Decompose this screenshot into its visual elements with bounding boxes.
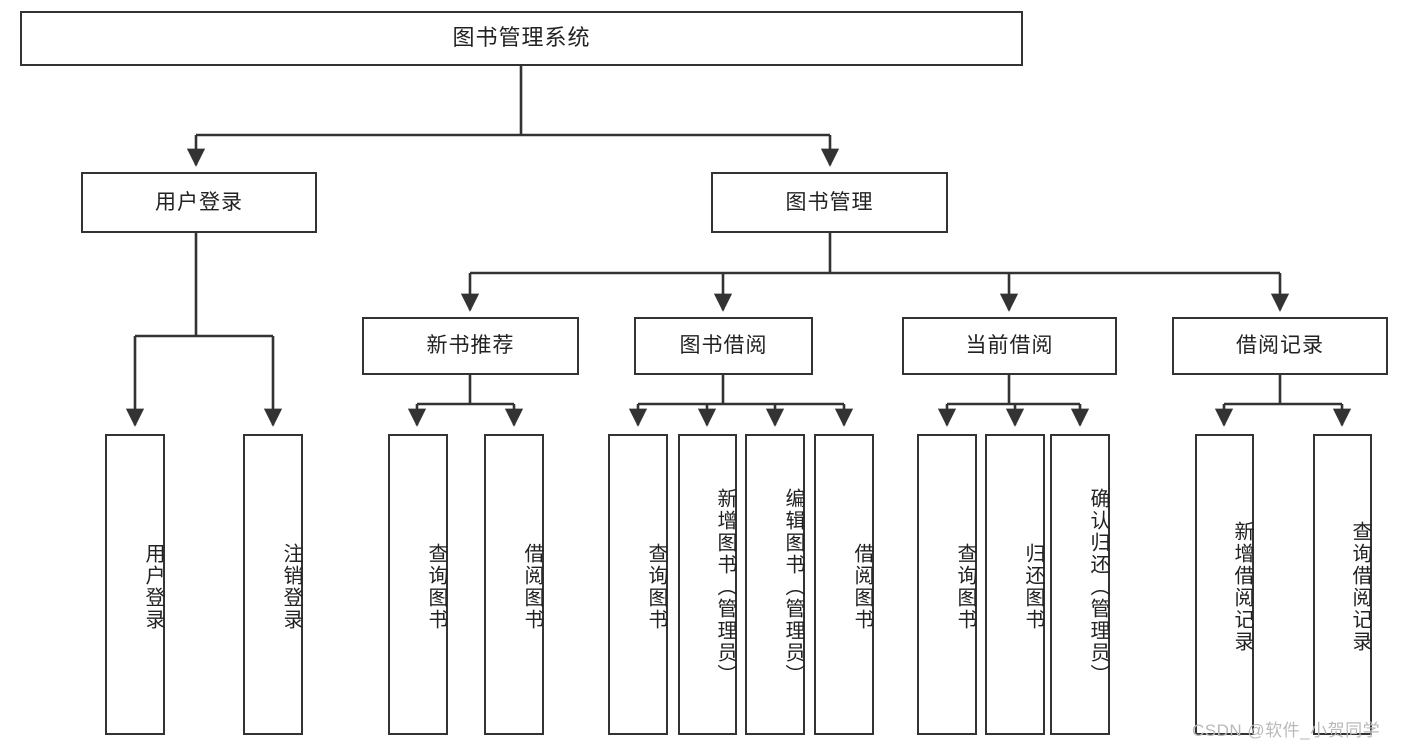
node-root-label: 图书管理系统 [452,25,591,51]
node-leaf-borrow-book-2-label: 借阅图书 [851,542,873,631]
node-leaf-user-login[interactable]: 用户登录 [105,434,165,735]
node-current-borrow-label: 当前借阅 [965,334,1054,358]
node-leaf-return-book-label: 归还图书 [1022,542,1044,631]
node-leaf-query-book-3-label: 查询图书 [954,542,976,631]
node-leaf-add-book-label: 新增图书（管理员） [714,487,736,686]
node-leaf-return-book[interactable]: 归还图书 [985,434,1045,735]
node-leaf-logout-login[interactable]: 注销登录 [243,434,303,735]
node-leaf-add-record-label: 新增借阅记录 [1231,520,1253,653]
node-leaf-query-book-2[interactable]: 查询图书 [608,434,668,735]
node-leaf-query-book-2-label: 查询图书 [645,542,667,631]
node-new-book-recommend-label: 新书推荐 [426,334,515,358]
node-leaf-confirm-return[interactable]: 确认归还（管理员） [1050,434,1110,735]
csdn-watermark: CSDN @软件_小贺同学 [1192,721,1381,740]
node-leaf-query-book-3[interactable]: 查询图书 [917,434,977,735]
node-leaf-add-book[interactable]: 新增图书（管理员） [678,434,737,735]
node-current-borrow[interactable]: 当前借阅 [902,317,1117,375]
node-user-login-label: 用户登录 [155,190,243,214]
node-leaf-add-record[interactable]: 新增借阅记录 [1195,434,1254,735]
node-leaf-query-book-1[interactable]: 查询图书 [388,434,448,735]
node-book-manage-label: 图书管理 [785,190,874,214]
node-leaf-user-login-label: 用户登录 [142,542,164,631]
node-user-login[interactable]: 用户登录 [81,172,317,233]
node-leaf-confirm-return-label: 确认归还（管理员） [1087,487,1109,686]
node-leaf-borrow-book-2[interactable]: 借阅图书 [814,434,874,735]
node-leaf-edit-book-label: 编辑图书（管理员） [782,487,804,686]
node-leaf-query-record[interactable]: 查询借阅记录 [1313,434,1372,735]
node-book-manage[interactable]: 图书管理 [711,172,948,233]
node-book-borrow-label: 图书借阅 [679,334,768,358]
node-book-borrow[interactable]: 图书借阅 [634,317,813,375]
node-leaf-borrow-book-1[interactable]: 借阅图书 [484,434,544,735]
node-leaf-borrow-book-1-label: 借阅图书 [521,542,543,631]
node-root[interactable]: 图书管理系统 [20,11,1023,66]
node-leaf-logout-login-label: 注销登录 [280,542,302,631]
node-leaf-edit-book[interactable]: 编辑图书（管理员） [745,434,805,735]
node-leaf-query-record-label: 查询借阅记录 [1349,520,1371,653]
node-borrow-record-label: 借阅记录 [1236,334,1324,358]
node-borrow-record[interactable]: 借阅记录 [1172,317,1388,375]
node-leaf-query-book-1-label: 查询图书 [425,542,447,631]
node-new-book-recommend[interactable]: 新书推荐 [362,317,579,375]
